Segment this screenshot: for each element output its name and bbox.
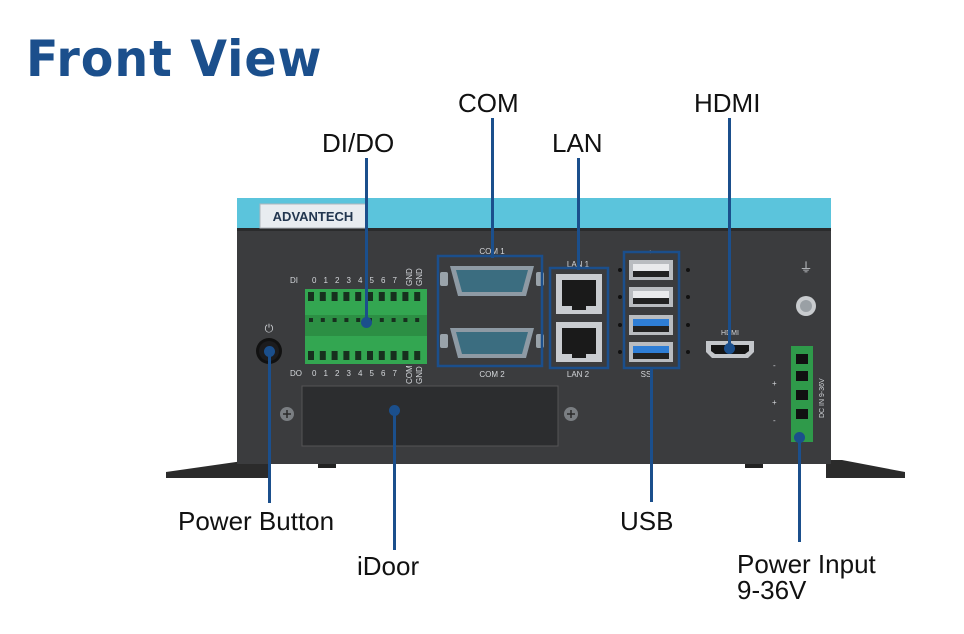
- gnd-bottom-label: GND: [415, 366, 424, 384]
- terminal-screw: [332, 318, 337, 322]
- terminal-slot: [308, 351, 314, 360]
- terminal-slot: [367, 292, 373, 301]
- di-pin-label: 6: [381, 276, 386, 285]
- terminal-slot: [308, 292, 314, 301]
- brand-logo-text: ADVANTECH: [273, 209, 354, 224]
- right-mount-flange: [826, 460, 905, 478]
- di-pin-label: 4: [358, 276, 363, 285]
- do-pin-label: 4: [358, 369, 363, 378]
- usb-port-4: [629, 342, 673, 362]
- gnd-top-label-2: GND: [415, 268, 424, 286]
- idoor-panel: [301, 385, 559, 447]
- idoor-leader-dot: [389, 405, 400, 416]
- power-input-label-line1: Power Input: [737, 549, 876, 579]
- di-pin-label: 2: [335, 276, 340, 285]
- dido-label: DI/DO: [322, 128, 395, 158]
- gnd-top-label: GND: [405, 268, 414, 286]
- terminal-slot: [402, 292, 409, 301]
- usb-label: USB: [620, 506, 674, 536]
- terminal-slot: [378, 351, 385, 360]
- power-input-leader-line: [798, 438, 801, 542]
- terminal-slot: [319, 351, 326, 360]
- do-pin-label: 0: [312, 369, 317, 378]
- left-mount-flange: [166, 460, 268, 478]
- power-input-label: Power Input 9-36V: [737, 551, 876, 603]
- terminal-screw: [379, 318, 384, 322]
- terminal-screw: [391, 318, 396, 322]
- terminal-slot: [343, 351, 350, 360]
- terminal-slot: [414, 351, 421, 360]
- terminal-screw: [344, 318, 349, 322]
- lan1-port: [556, 274, 602, 314]
- usb-leader-line: [650, 368, 653, 502]
- di-pin-label: 3: [347, 276, 352, 285]
- terminal-slot: [355, 292, 362, 301]
- usb-ss-label: SS: [641, 370, 652, 379]
- di-pin-label: 1: [324, 276, 329, 285]
- di-pin-label: 0: [312, 276, 317, 285]
- page-title: Front View: [26, 30, 323, 88]
- dido-leader-dot: [361, 317, 372, 328]
- idoor-label: iDoor: [357, 551, 420, 581]
- do-pin-label: 3: [347, 369, 352, 378]
- terminal-slot: [355, 351, 362, 360]
- dc-minus-2: -: [773, 416, 776, 425]
- lan-leader-line: [577, 158, 580, 270]
- do-pin-label: 1: [324, 369, 329, 378]
- terminal-slot: [378, 292, 385, 301]
- do-pin-label: 5: [370, 369, 375, 378]
- terminal-slot: [331, 351, 338, 360]
- terminal-slot: [367, 351, 373, 360]
- di-prefix-label: DI: [290, 276, 298, 285]
- usb-port-2: [629, 287, 673, 307]
- com-label: COM: [458, 88, 519, 118]
- terminal-screw: [356, 318, 361, 322]
- terminal-slot: [343, 292, 350, 301]
- terminal-slot: [390, 351, 397, 360]
- dc-in-label: DC IN 9-36V: [819, 378, 826, 418]
- power-input-leader-dot: [794, 432, 805, 443]
- hdmi-leader-dot: [724, 343, 735, 354]
- di-pin-label: 5: [370, 276, 375, 285]
- lan-label: LAN: [552, 128, 603, 158]
- hdmi-leader-line: [728, 118, 731, 346]
- lan2-label: LAN 2: [567, 370, 590, 379]
- do-pin-label: 6: [381, 369, 386, 378]
- terminal-slot: [319, 292, 326, 301]
- power-input-label-line2: 9-36V: [737, 575, 807, 605]
- com-highlight-box: [436, 254, 544, 368]
- brand-badge: [259, 203, 367, 229]
- terminal-screw: [320, 318, 325, 322]
- power-button-label: Power Button: [178, 506, 335, 536]
- com-bottom-label: COM: [405, 365, 414, 384]
- dido-leader-line: [365, 158, 368, 320]
- do-pin-label: 7: [393, 369, 398, 378]
- com1-port: [440, 266, 544, 296]
- terminal-screw: [403, 318, 408, 322]
- do-prefix-label: DO: [290, 369, 302, 378]
- idoor-leader-line: [393, 410, 396, 550]
- dc-plus-2: +: [772, 398, 777, 407]
- terminal-slot: [414, 292, 421, 301]
- power-button-leader-line: [268, 351, 271, 503]
- do-pin-label: 2: [335, 369, 340, 378]
- usb-port-1: [629, 260, 673, 280]
- com2-label: COM 2: [479, 370, 505, 379]
- usb-port-3: [629, 315, 673, 335]
- dc-minus-1: -: [773, 361, 776, 370]
- com-leader-line: [491, 118, 494, 258]
- di-pin-label: 7: [393, 276, 398, 285]
- terminal-slot: [402, 351, 409, 360]
- power-symbol-icon: ⏻: [265, 322, 274, 335]
- terminal-screw: [415, 318, 420, 322]
- ground-symbol-icon: ⏚: [799, 261, 812, 276]
- terminal-slot: [390, 292, 397, 301]
- lan2-port: [556, 322, 602, 362]
- terminal-slot: [331, 292, 338, 301]
- dc-plus-1: +: [772, 379, 777, 388]
- terminal-screw: [309, 318, 313, 322]
- power-button-leader-dot: [264, 346, 275, 357]
- hdmi-label: HDMI: [694, 88, 761, 118]
